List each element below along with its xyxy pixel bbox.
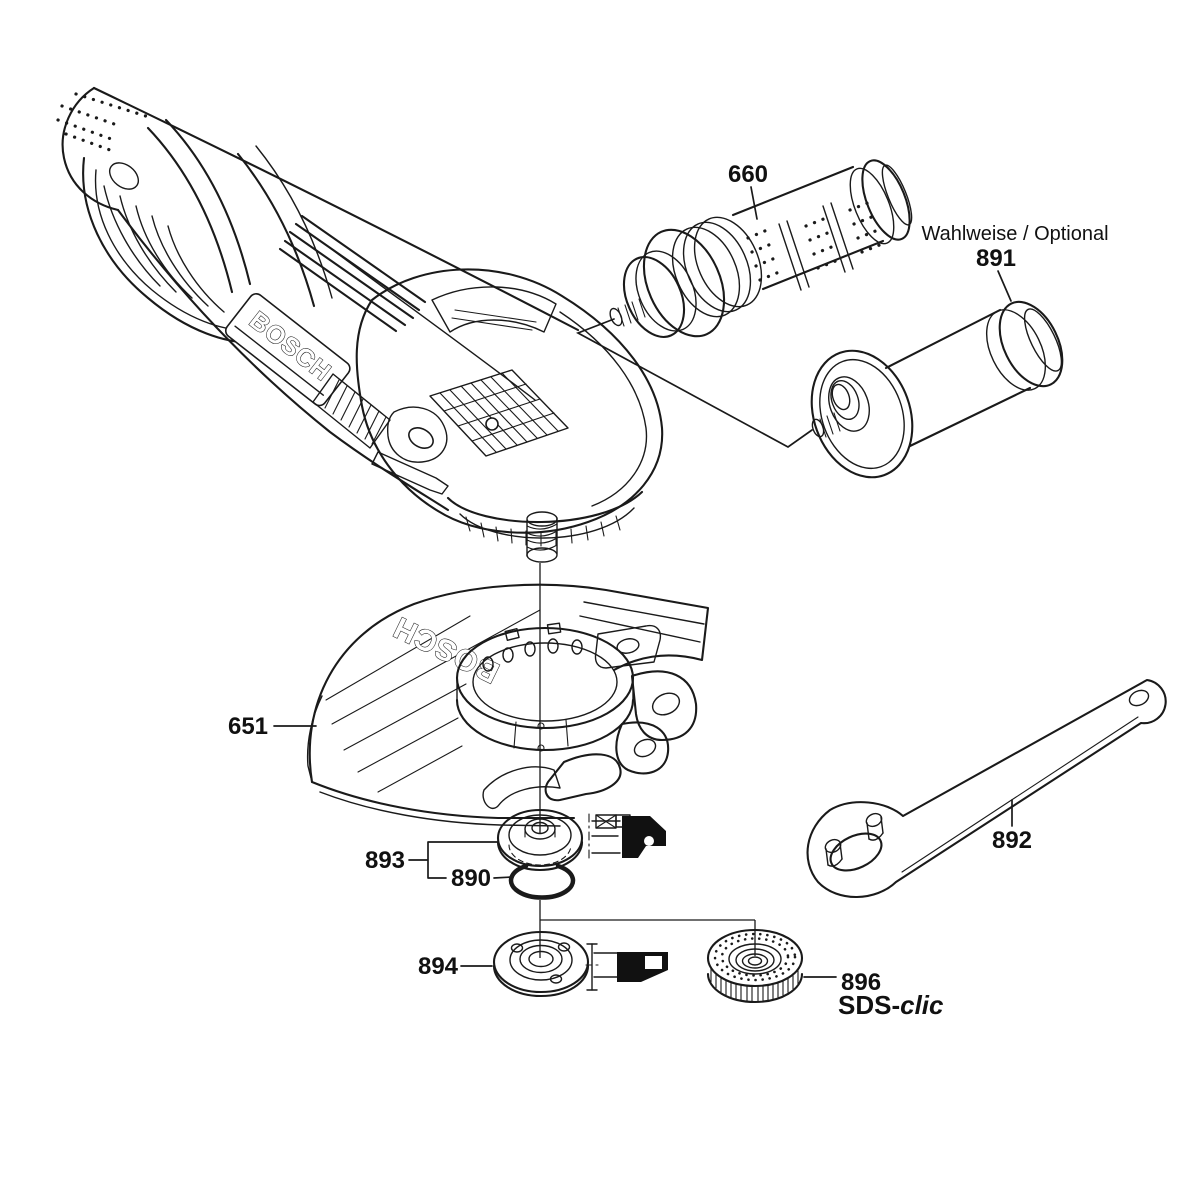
pin-wrench-892: [806, 678, 1167, 899]
o-ring-890: [508, 863, 576, 900]
part-label-890: 890: [451, 865, 491, 892]
mounting-pictogram-893: [588, 813, 666, 863]
guard-hatch-lines: [325, 609, 541, 793]
rear-vent-dots: [56, 92, 154, 152]
part-label-896: 896: [841, 969, 881, 996]
gear-head: [355, 268, 664, 563]
guard-651: BOSCH: [306, 583, 710, 827]
head-vent-hatch: [429, 369, 569, 457]
part-label-891: 891: [976, 245, 1016, 272]
leader-891: [997, 270, 1012, 302]
mounting-pictogram-894: [585, 943, 668, 991]
leader-890: [493, 876, 514, 879]
part-labels: 660 Wahlweise / Optional 891 651 892 893…: [228, 161, 1109, 1020]
part-label-894: 894: [418, 953, 459, 980]
guard-clamp-lever: [482, 624, 698, 809]
spindle: [526, 511, 558, 563]
clamping-nut-894: [492, 930, 590, 998]
spindle-collar: [446, 490, 644, 547]
knurl-ribs: [710, 966, 799, 1002]
center-axis-lines: [539, 563, 756, 958]
sds-clic-wordmark: SDS-clic: [838, 990, 944, 1020]
part-label-660: 660: [728, 161, 768, 188]
underside-vent: [312, 373, 391, 449]
spindle-lock-boss: [386, 406, 448, 463]
motor-vent-grille: [278, 214, 427, 333]
sds-prefix: SDS-: [838, 990, 900, 1020]
rear-grip-ribs: [103, 185, 225, 313]
guard-brand-text: BOSCH: [388, 610, 504, 689]
part-label-892: 892: [992, 827, 1032, 854]
aux-handle-891: [810, 300, 1064, 479]
grip-dimples: [746, 200, 884, 282]
part-label-893: 893: [365, 847, 405, 874]
leader-660: [750, 186, 758, 220]
assembly-leader-lines: [575, 318, 813, 448]
latch-bar: [371, 451, 449, 495]
label-bracket-893: [408, 841, 498, 879]
angle-grinder-body: BOSCH: [56, 86, 664, 563]
optional-note: Wahlweise / Optional: [921, 223, 1108, 245]
part-label-651: 651: [228, 713, 268, 740]
side-handle-660: [609, 159, 913, 338]
sds-suffix: clic: [900, 990, 944, 1020]
